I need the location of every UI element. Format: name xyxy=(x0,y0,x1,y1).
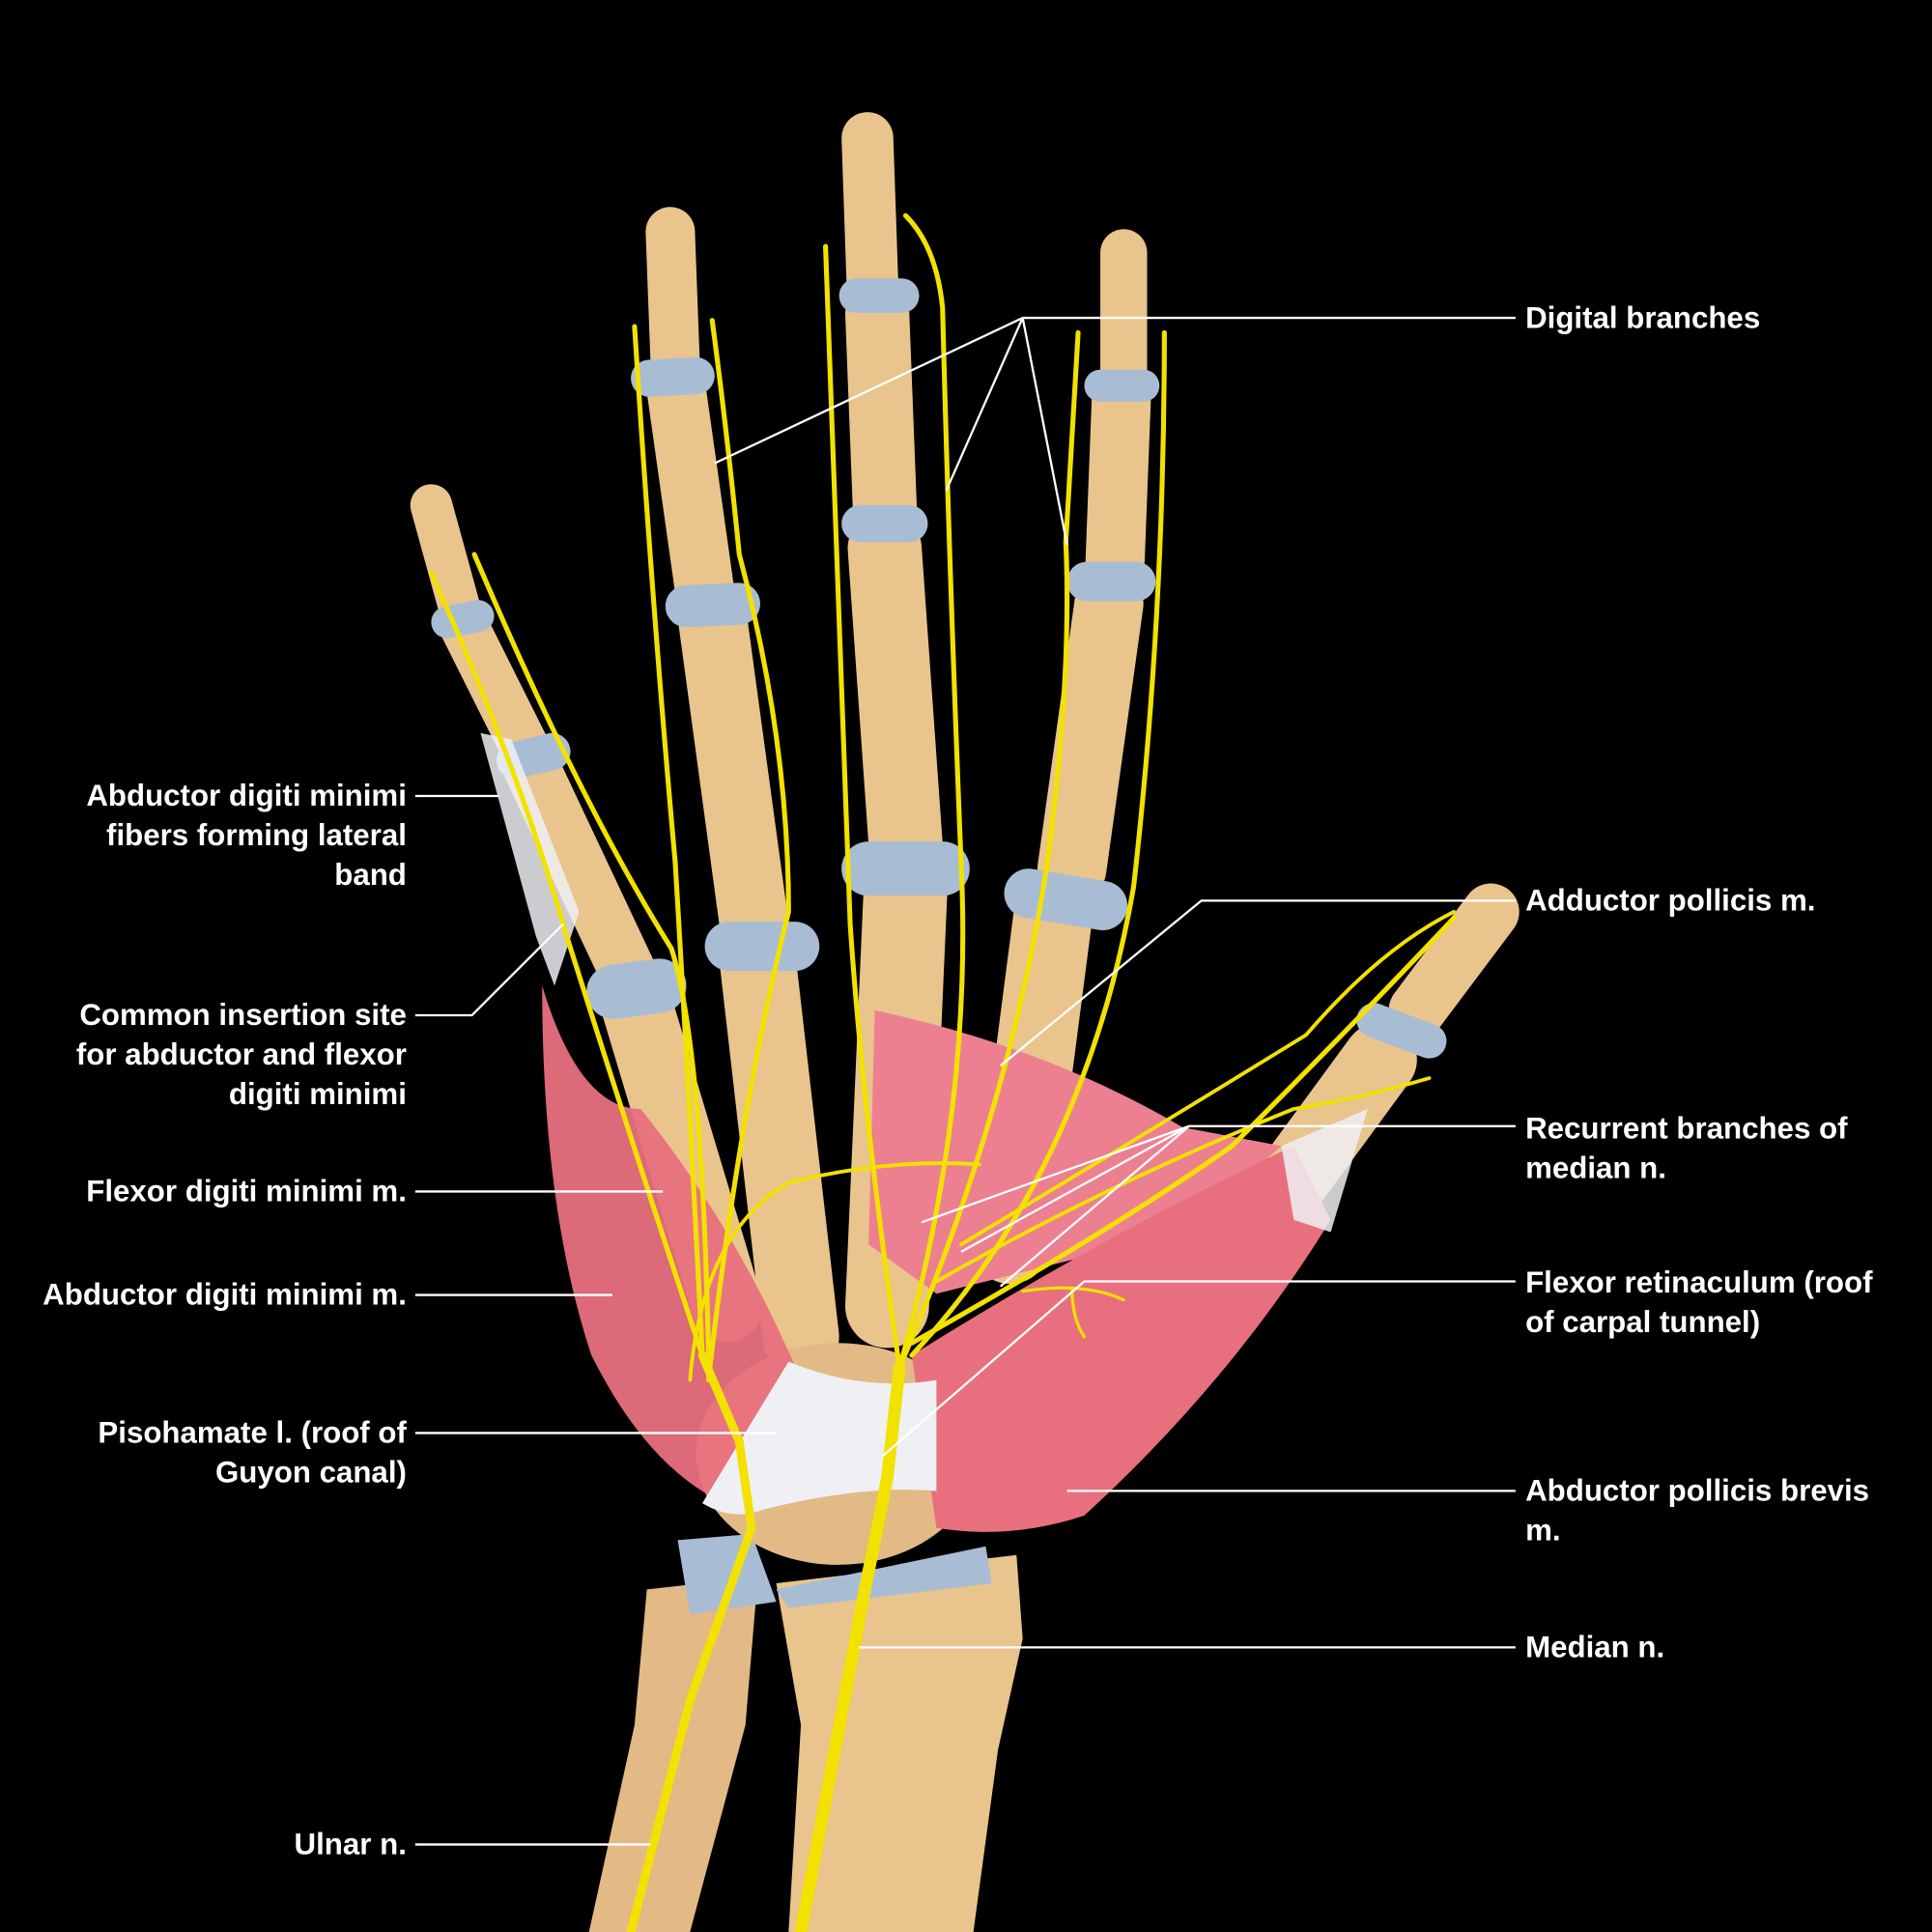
lateral-band-fibers xyxy=(480,732,580,986)
index-finger-middle xyxy=(1085,370,1151,590)
nerves xyxy=(428,213,1457,1932)
thenar-muscles xyxy=(911,1146,1331,1532)
little-finger-distal xyxy=(410,484,480,625)
ring-finger-middle xyxy=(645,352,735,621)
middle-finger-proximal xyxy=(847,511,943,881)
label-adductor-pollicis: Adductor pollicis m. xyxy=(1525,884,1815,918)
little-finger-middle xyxy=(437,597,549,771)
middle-finger-distal xyxy=(841,112,898,307)
leader-lines xyxy=(414,316,1516,1846)
little-finger-proximal xyxy=(501,735,657,1002)
flexor-retinaculum-ligament xyxy=(702,1361,937,1515)
label-flexor-digiti-minimi: Flexor digiti minimi m. xyxy=(86,1175,407,1208)
thumb-tendon xyxy=(1281,1108,1368,1233)
index-finger-proximal xyxy=(1037,569,1144,903)
middle-finger-middle xyxy=(845,282,917,538)
thumb-distal xyxy=(1388,883,1520,1039)
label-ulnar-nerve: Ulnar n. xyxy=(295,1828,407,1861)
wrist-cartilage xyxy=(677,1534,992,1614)
label-digital-branches: Digital branches xyxy=(1525,300,1760,334)
joint-cartilage xyxy=(431,278,1447,1059)
ring-finger-distal xyxy=(645,207,700,388)
ring-finger-proximal xyxy=(677,582,789,959)
ulnar-nerve xyxy=(626,1350,756,1932)
median-nerve xyxy=(794,1361,906,1932)
muscles xyxy=(480,732,1368,1532)
label-median-nerve: Median n. xyxy=(1525,1631,1664,1664)
label-abductor-digiti-minimi: Abductor digiti minimi m. xyxy=(43,1278,407,1312)
radius xyxy=(776,1554,1023,1932)
hypothenar-muscles xyxy=(542,985,802,1510)
